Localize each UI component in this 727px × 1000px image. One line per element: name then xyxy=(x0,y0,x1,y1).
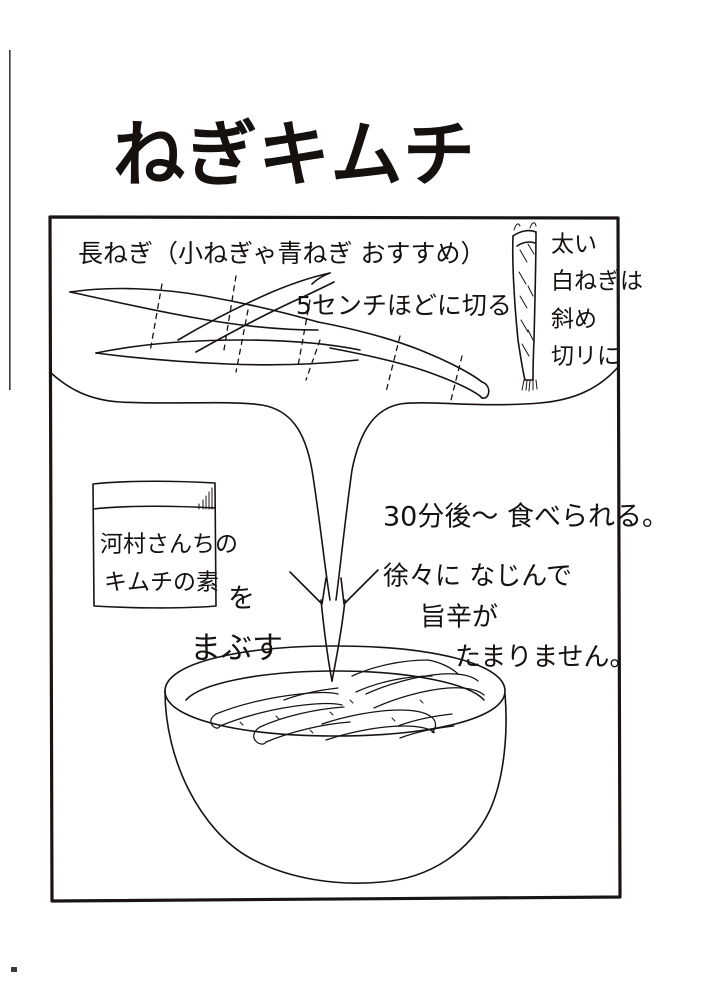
long-green-onion xyxy=(69,272,490,405)
taste-note-line-3: たまりません。 xyxy=(455,643,635,673)
scan-speck-artifact xyxy=(11,967,17,972)
funnel-divider xyxy=(50,365,620,601)
funnel-arrow-down xyxy=(289,569,379,682)
seasoning-specks xyxy=(239,699,424,734)
leek-shading xyxy=(518,243,535,357)
thick-leek-note-line-3: 斜め xyxy=(551,307,597,333)
page-title: ねぎキムチ xyxy=(113,113,476,197)
ingredient-label: 長ねぎ（小ねぎゃ青ねぎ おすすめ） xyxy=(78,239,485,268)
package-seal-hatch xyxy=(198,485,216,510)
action-particle-label: を xyxy=(228,584,255,615)
package-label-line-2: キムチの素 xyxy=(104,570,219,596)
timing-note: 30分後〜 食べられる。 xyxy=(383,502,669,533)
taste-note-line-1: 徐々に なじんで xyxy=(383,562,572,592)
thick-leek-note-line-2: 白ねぎは xyxy=(551,269,643,295)
thick-leek-note-line-4: 切リに xyxy=(551,344,620,370)
cut-instruction-label: 5センチほどに切る xyxy=(296,291,512,320)
illustration-frame xyxy=(48,215,622,903)
scan-edge-artifact xyxy=(9,50,11,390)
kimchi-base-package xyxy=(92,480,217,609)
bowl-of-kimchi xyxy=(164,645,507,884)
thick-white-leek-stalk xyxy=(511,222,538,392)
leek-root-hairs xyxy=(521,379,538,392)
thick-leek-note-line-1: 太い xyxy=(551,232,597,258)
taste-note-line-2: 旨辛が xyxy=(420,603,498,633)
package-label-line-1: 河村さんちの xyxy=(100,532,238,558)
